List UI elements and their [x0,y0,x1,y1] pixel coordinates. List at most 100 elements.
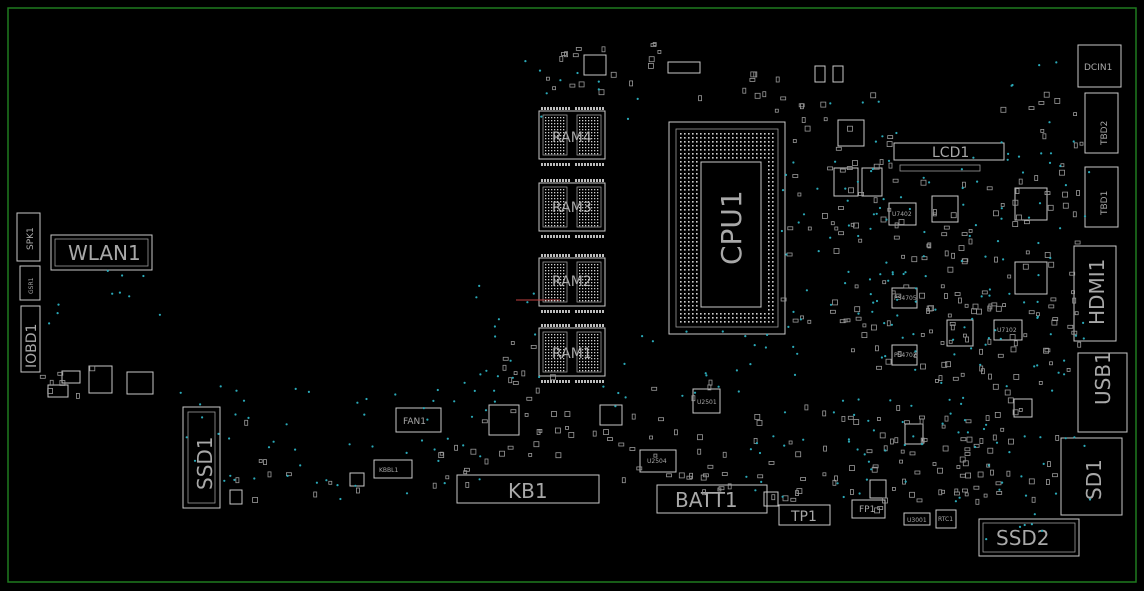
cpu-pin [768,265,770,267]
right-ic-2[interactable] [1014,261,1048,295]
via [462,444,465,447]
cpu-pin [760,141,762,143]
batt-connector[interactable]: BATT1 [656,484,768,514]
top-ic-4[interactable] [583,54,607,76]
mid-ic-2[interactable] [599,404,623,426]
ssd2-connector[interactable]: SSD2 [978,518,1080,557]
bottom-ic-1[interactable] [904,423,924,445]
ram-pin [551,153,553,155]
gsr-component[interactable]: GSR1 [19,265,41,301]
cpu-pin [720,137,722,139]
ram-pin [579,343,581,345]
right-ic-3[interactable] [946,319,974,347]
cpu-pin [768,201,770,203]
via [829,236,832,239]
ram-pad [599,179,601,182]
ram-pin [560,213,562,215]
ram-pin [563,273,565,275]
smd-pad [1049,361,1053,366]
ram-pin [585,273,587,275]
cpu-pin [680,317,682,319]
right-ic-1[interactable] [1014,187,1048,221]
left-ic-2[interactable] [126,371,154,395]
left-ic-3[interactable] [61,370,81,384]
smd-pad [981,290,988,295]
cpu-pin [700,133,702,135]
u2501-chip[interactable]: U2501 [692,388,721,414]
u7402-chip[interactable]: U7402 [888,202,917,226]
right-ic-4[interactable] [931,195,959,223]
via [868,278,872,281]
rtc-component[interactable]: RTC1 [935,509,957,529]
via [847,440,851,443]
dcin-connector[interactable]: DCIN1 [1077,44,1122,88]
ram4-module[interactable]: RAM4 [538,110,606,160]
iobd-connector[interactable]: IOBD1 [20,305,41,373]
smd-pad [526,396,533,401]
ram-pin [594,207,596,209]
smd-pad [798,103,805,108]
tbd2-connector[interactable]: TBD2 [1084,92,1119,154]
smd-pad [973,443,980,448]
kb-connector[interactable]: KB1 [456,474,600,504]
cpu-pin [696,305,698,307]
cpu-pin [696,241,698,243]
via [856,180,860,183]
hdmi-connector[interactable]: HDMI1 [1073,245,1117,342]
ram3-module[interactable]: RAM3 [538,182,606,232]
top-ic-3[interactable] [861,167,883,197]
ram-pin [579,132,581,134]
ps4705-chip[interactable]: PS4705 [891,287,918,309]
ram-pin [585,285,587,287]
sd-connector[interactable]: SD1 [1060,437,1123,516]
top-ic-1[interactable] [837,119,865,147]
ram-pin [585,198,587,200]
top-ic-2[interactable] [833,167,859,197]
smd-pad [1062,202,1069,209]
ram-pin [545,297,547,299]
usb-connector[interactable]: USB1 [1077,351,1128,433]
u3001-chip[interactable]: U3001 [903,512,931,526]
cpu-pin [720,149,722,151]
u7102-chip[interactable]: U7102 [993,319,1023,341]
smd-pad [877,506,884,510]
tp-connector[interactable]: TP1 [778,504,831,526]
fan-connector[interactable]: FAN1 [395,407,442,433]
cpu-pin [688,261,690,263]
smd-pad [1009,334,1016,341]
smd-pad [964,303,969,308]
wlan-connector[interactable]: WLAN1 [50,234,153,271]
smd-pad [991,302,998,307]
ssd1-connector[interactable]: SSD1 [182,406,221,509]
bottom-ic-2[interactable] [1013,398,1033,418]
left-ic-4[interactable] [47,384,69,398]
ram-pad [547,163,549,166]
via [896,298,899,301]
ps4702-chip[interactable]: PS4702 [891,344,918,366]
ram1-module[interactable]: RAM1 [538,327,606,377]
smd-pad [830,221,835,226]
via [904,480,907,483]
spk-connector[interactable]: SPK1 [16,212,41,262]
lcd-connector[interactable]: LCD1 [893,142,1005,161]
ram-pin [560,147,562,149]
kbbl-connector[interactable]: KBBL1 [373,459,413,479]
ram-pin [588,204,590,206]
fp-connector[interactable]: FP1 [851,499,886,519]
via [1040,529,1044,533]
cpu-pin [744,157,746,159]
ram-pad [547,107,549,110]
tbd1-connector[interactable]: TBD1 [1084,166,1119,228]
u2504-chip[interactable]: U2504 [639,449,677,473]
cpu-socket[interactable]: CPU1 [668,121,786,335]
via [749,448,753,451]
mid-ic-1[interactable] [488,404,520,436]
ram-pad [562,380,564,383]
ram-pin-field [541,107,604,383]
ram-pin [594,150,596,152]
ram2-module[interactable]: RAM2 [538,257,606,307]
ram-pin [579,201,581,203]
left-ic-1[interactable] [88,365,113,394]
via [988,288,992,291]
